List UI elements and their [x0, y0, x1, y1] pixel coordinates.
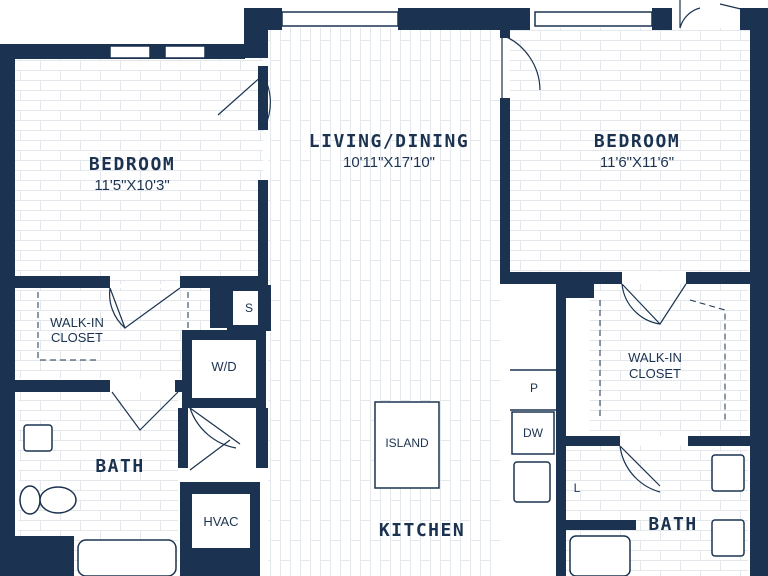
room-labels: BEDROOM 11'5"X10'3" LIVING/DINING 10'11"… [50, 131, 697, 541]
tub-left [77, 539, 177, 576]
fixture-labels: S W/D HVAC ISLAND P DW L [203, 301, 580, 529]
tub-right [569, 535, 631, 576]
bath-left-name: BATH [95, 456, 144, 477]
storage-label: S [245, 301, 253, 315]
door-swings [108, 0, 746, 493]
sink-right-2 [711, 519, 745, 557]
closet-right-line1: WALK-IN [628, 350, 682, 365]
kitchen-sink [513, 461, 551, 503]
bedroom-right-name: BEDROOM [594, 131, 680, 152]
bedroom-left-dims: 11'5"X10'3" [94, 177, 169, 194]
closet-left-line2: CLOSET [51, 330, 103, 345]
island-label: ISLAND [385, 436, 429, 450]
bedroom-left-name: BEDROOM [89, 154, 175, 175]
windows [109, 11, 653, 59]
toilet-bowl [39, 486, 77, 514]
living-dining-dims: 10'11"X17'10" [343, 154, 435, 171]
sink-right-1 [711, 454, 745, 492]
living-dining-name: LIVING/DINING [309, 131, 469, 152]
linen-label: L [574, 481, 581, 495]
dishwasher-label: DW [523, 426, 544, 440]
sink-left [23, 424, 53, 452]
toilet-tank [19, 485, 41, 515]
washer-dryer-label: W/D [211, 359, 236, 374]
closet-right-line2: CLOSET [629, 366, 681, 381]
closet-shelves [37, 292, 726, 420]
kitchen-island [374, 401, 440, 489]
hvac-label: HVAC [203, 514, 238, 529]
closet-left-line1: WALK-IN [50, 315, 104, 330]
kitchen-name: KITCHEN [379, 520, 465, 541]
bath-right-name: BATH [648, 514, 697, 535]
pantry-label: P [530, 381, 538, 395]
bath-fixtures [19, 369, 745, 576]
bedroom-right-dims: 11'6"X11'6" [600, 154, 674, 171]
